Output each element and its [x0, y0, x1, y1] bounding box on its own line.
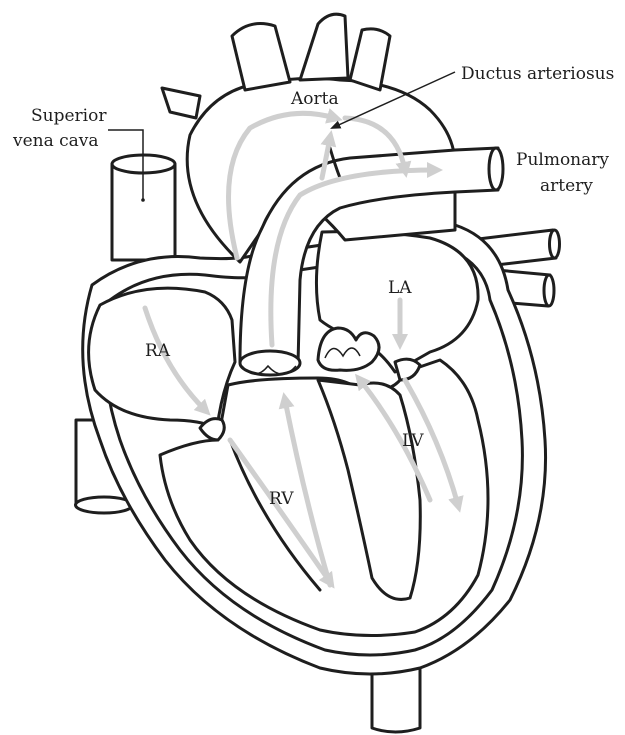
pulmonary-vein-lower-opening: [544, 275, 554, 306]
right-ventricle-label: RV: [269, 489, 294, 509]
ductus-arteriosus-label: Ductus arteriosus: [461, 64, 614, 84]
ivc-left-opening: [76, 497, 133, 513]
left-arch-vessel: [162, 88, 200, 118]
aorta-label: Aorta: [290, 89, 339, 109]
left-carotid-artery: [300, 14, 348, 80]
right-atrium-label: RA: [145, 341, 171, 361]
left-ventricle-label: LV: [402, 431, 424, 451]
left-subclavian-artery: [350, 29, 390, 90]
brachiocephalic-artery: [232, 24, 290, 90]
left-atrium-label: LA: [388, 278, 412, 298]
svc-callout-dot: [141, 198, 145, 202]
superior-vena-cava-label-line2: vena cava: [12, 131, 99, 151]
pulmonary-artery-opening: [489, 148, 503, 190]
pulmonary-vein-upper-opening: [550, 230, 560, 258]
pulmonary-artery-label-line1: Pulmonary: [516, 150, 609, 170]
superior-vena-cava-label-line1: Superior: [31, 106, 107, 126]
pulmonary-artery-label-line2: artery: [540, 176, 593, 196]
